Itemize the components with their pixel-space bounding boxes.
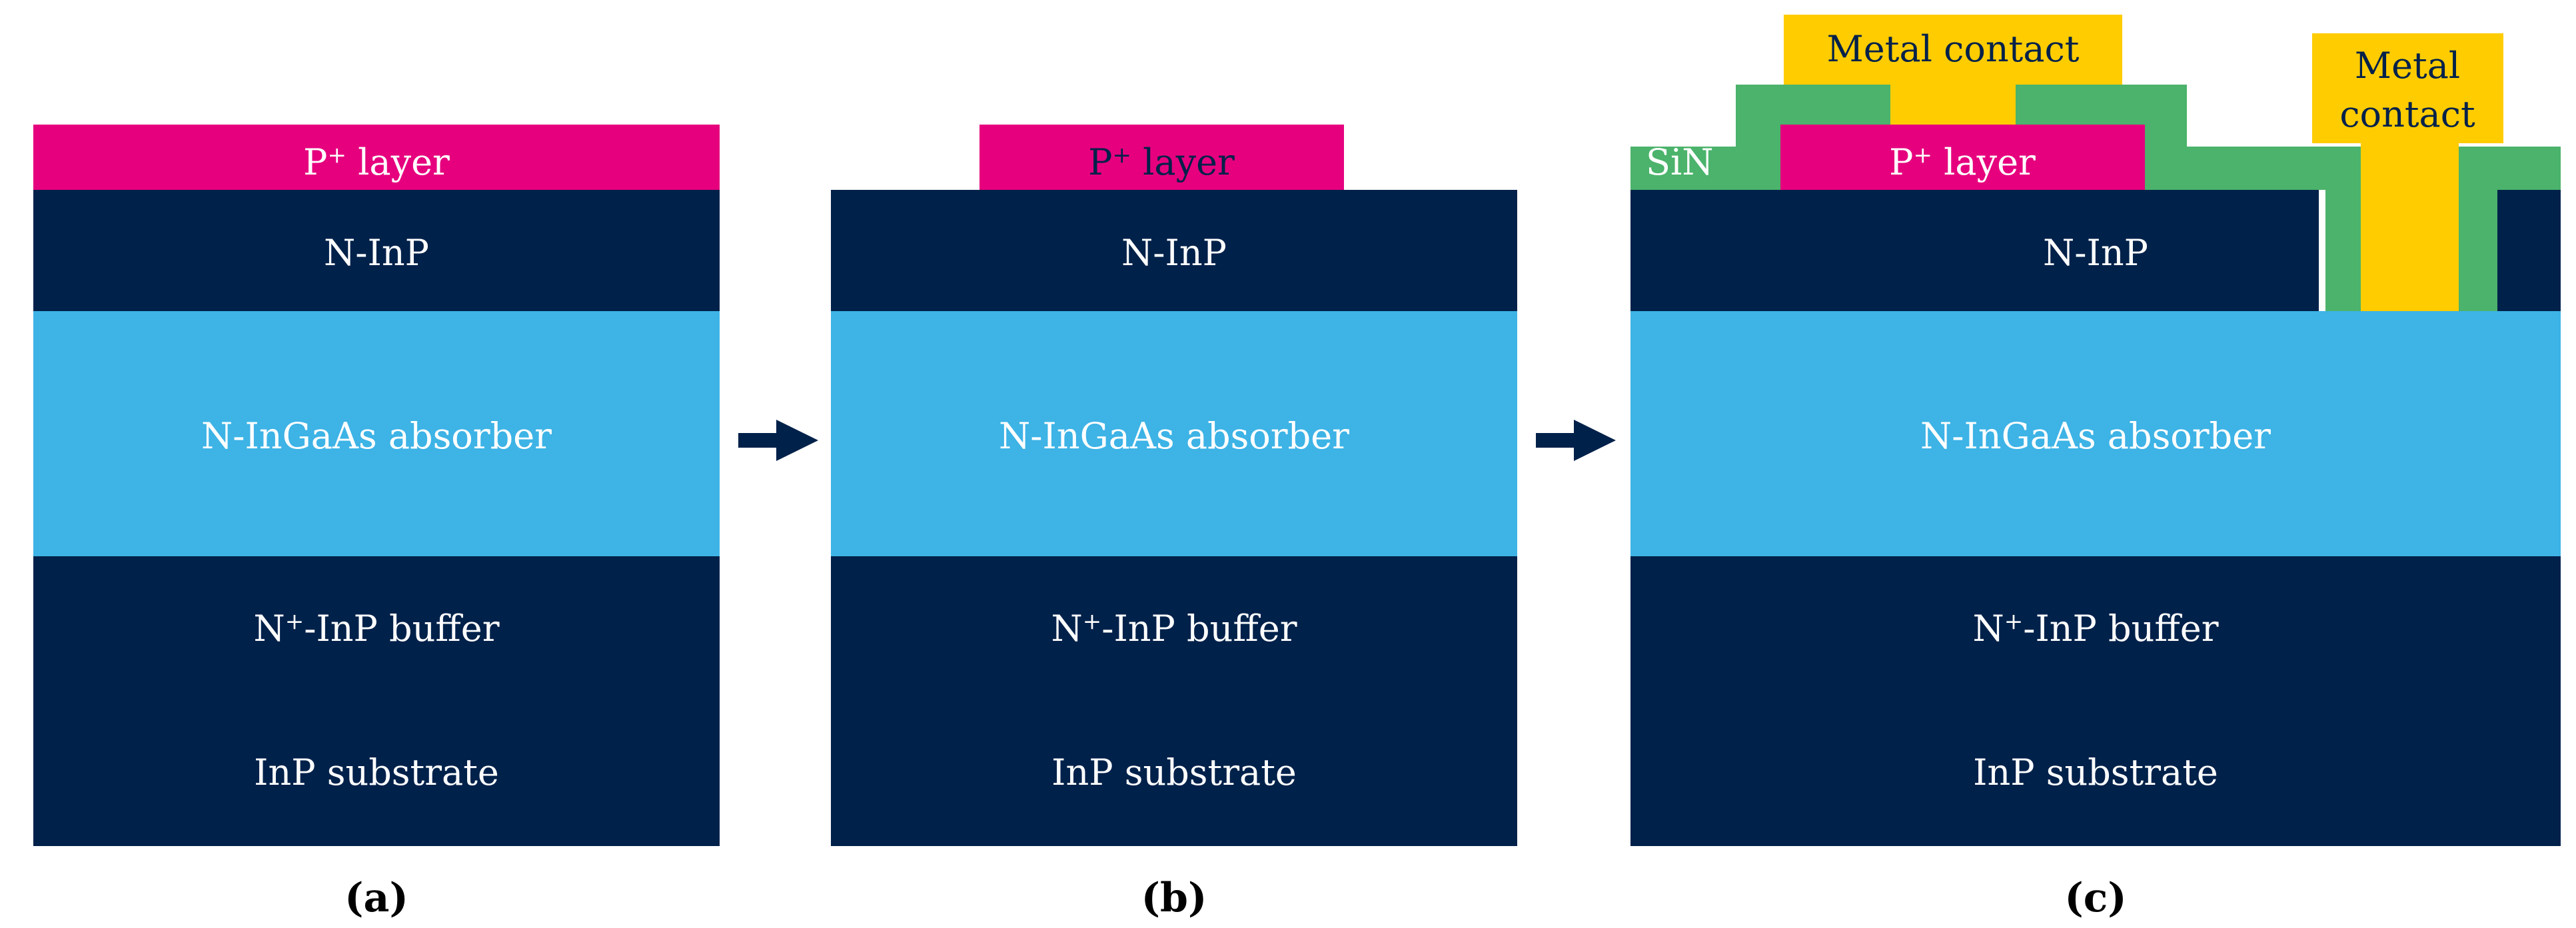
p-layer-label-a: P+ layer [303,141,450,183]
p-layer-a [33,125,720,190]
panel-a: P+ layer N-InP N-InGaAs absorber N+-InP … [33,125,720,921]
substrate-label-a: InP substrate [254,751,499,793]
panel-c: SiN P+ layer Metal contact Metal contact… [1630,15,2561,921]
buffer-label-a: N+-InP buffer [253,608,499,650]
metal-contact-2-label-line2: contact [2339,93,2475,135]
n-inp-label-b: N-InP [1121,232,1227,274]
absorber-layer-a [33,311,720,556]
n-inp-label-c: N-InP [2043,232,2148,274]
sin-label: SiN [1646,141,1714,183]
p-layer-label-c: P+ layer [1889,141,2036,183]
substrate-layer-a [33,556,720,846]
substrate-label-c: InP substrate [1973,751,2218,793]
arrow-right-icon [738,420,818,461]
metal-contact-2 [2312,33,2503,311]
substrate-label-b: InP substrate [1051,751,1297,793]
metal-contact-1 [1784,15,2122,125]
p-layer-c [1780,125,2145,190]
caption-c: (c) [2064,875,2126,921]
buffer-label-b: N+-InP buffer [1051,608,1297,650]
caption-b: (b) [1141,875,1207,921]
absorber-label-c: N-InGaAs absorber [1920,415,2271,457]
buffer-label-c: N+-InP buffer [1972,608,2218,650]
caption-a: (a) [344,875,408,921]
n-inp-layer-a [33,190,720,311]
absorber-layer-c [1630,311,2561,556]
metal-contact-1-label: Metal contact [1827,28,2080,70]
p-layer-b [979,125,1344,190]
n-inp-layer-b [831,190,1517,311]
absorber-label-a: N-InGaAs absorber [201,415,552,457]
panel-b: P+ layer N-InP N-InGaAs absorber N+-InP … [831,125,1517,921]
metal-contact-2-label-line1: Metal [2355,45,2460,87]
p-layer-label-b: P+ layer [1088,141,1235,183]
n-inp-label-a: N-InP [324,232,429,274]
absorber-label-b: N-InGaAs absorber [999,415,1349,457]
substrate-layer-c [1630,556,2561,846]
arrow-right-icon [1536,420,1616,461]
absorber-layer-b [831,311,1517,556]
n-inp-layer-c-right [2497,190,2561,311]
substrate-layer-b [831,556,1517,846]
n-inp-layer-c [1630,190,2319,311]
